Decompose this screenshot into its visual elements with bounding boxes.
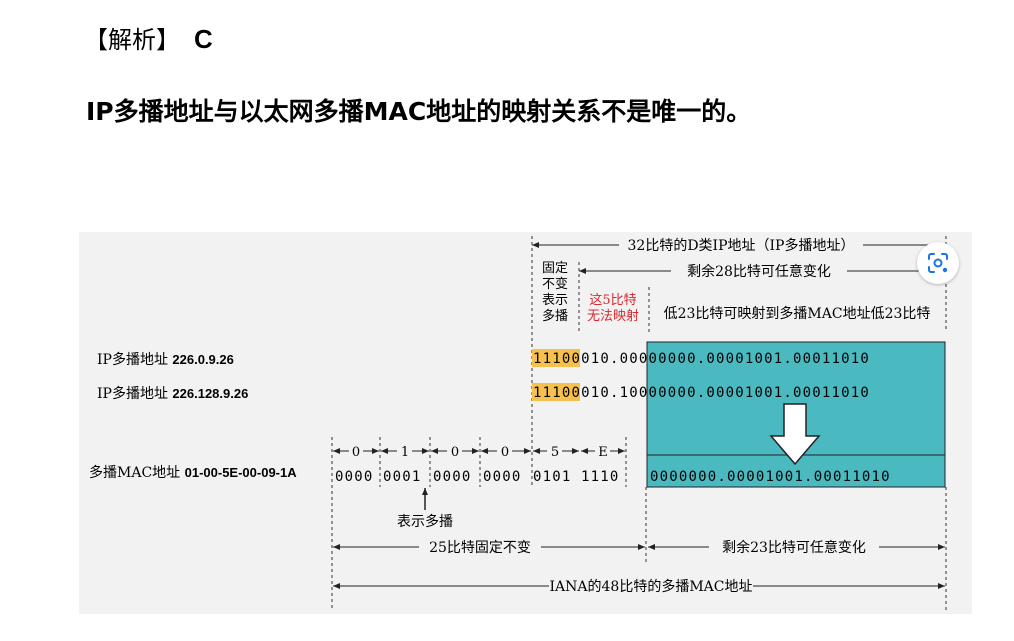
ip1-label: IP多播地址 226.0.9.26 [97,351,234,368]
hex-digit: 5 [551,445,559,460]
answer-line: 【解析】 C [84,20,213,55]
span-23bit: 剩余23比特可任意变化 [648,539,945,556]
mapping-diagram: 32比特的D类IP地址（IP多播地址） 剩余28比特可任意变化 固定 不变 表示… [89,236,947,610]
answer-key: C [194,24,213,54]
hex-digit: 0 [352,445,360,460]
hex-digits: 0 1 0 0 5 E [352,445,608,460]
answer-prefix: 【解析】 [84,26,180,54]
hex-digit: 0 [451,445,459,460]
multicast-bit-label: 表示多播 [397,513,453,530]
span-48bit-label: IANA的48比特的多播MAC地址 [550,578,753,595]
mac-nibble: 0001 [383,469,422,485]
hex-digit: 0 [501,445,509,460]
mac-nibble: 1110 [581,469,620,485]
span-25bit-label: 25比特固定不变 [429,540,531,556]
ip2-label: IP多播地址 226.128.9.26 [97,385,248,402]
lens-search-icon [928,253,948,273]
unmapped-bits-label: 这5比特 无法映射 [587,292,639,324]
ip1-prefix-highlight [532,349,580,367]
low23-label: 低23比特可映射到多播MAC地址低23比特 [664,305,931,322]
unmapped-label-line: 无法映射 [587,308,639,324]
fixed-label-line: 不变 [542,276,568,292]
span-32bit-label: 32比特的D类IP地址（IP多播地址） [628,237,855,254]
down-arrow-icon [769,403,821,466]
mac-nibble: 0000 [483,469,522,485]
mac-label: 多播MAC地址 01-00-5E-00-09-1A [89,464,297,481]
multicast-bit-pointer: 表示多播 [397,488,453,530]
mac-nibble: 0000 [433,469,472,485]
ip1-bits: 11100010.00000000.00001001.00011010 [533,351,870,367]
span-25bit: 25比特固定不变 [333,540,645,556]
fixed-label-line: 表示 [542,293,568,308]
mac-nibbles: 0000 0001 0000 0000 0101 1110 0000000.00… [335,469,891,485]
mac-tail-bits: 0000000.00001001.00011010 [650,469,891,485]
span-48bit: IANA的48比特的多播MAC地址 [333,578,945,595]
hex-digit: 1 [401,445,409,460]
span-23bit-label: 剩余23比特可任意变化 [722,539,866,556]
mac-nibble: 0000 [335,469,374,485]
headline: IP多播地址与以太网多播MAC地址的映射关系不是唯一的。 [86,97,752,126]
span-28bit: 剩余28比特可任意变化 [579,263,946,280]
ip2-bits: 11100010.10000000.00001001.00011010 [533,385,870,401]
hex-digit: E [598,445,608,460]
fixed-label-line: 多播 [542,308,568,324]
unmapped-label-line: 这5比特 [589,292,636,308]
ip2-prefix-highlight [532,383,580,401]
lens-search-button[interactable] [917,242,959,284]
fixed-bits-label: 固定 不变 表示 多播 [542,261,568,324]
mac-nibble: 0101 [533,469,572,485]
mapping-figure: 32比特的D类IP地址（IP多播地址） 剩余28比特可任意变化 固定 不变 表示… [79,232,972,614]
span-28bit-label: 剩余28比特可任意变化 [687,263,831,280]
span-32bit: 32比特的D类IP地址（IP多播地址） [532,237,946,254]
guide-lines [331,236,947,610]
fixed-label-line: 固定 [542,261,568,276]
